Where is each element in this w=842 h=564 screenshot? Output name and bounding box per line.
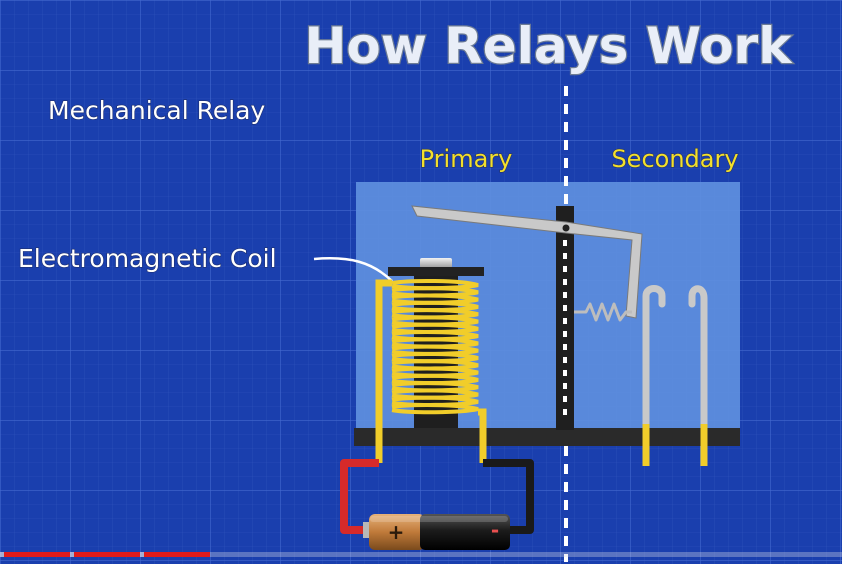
relay-housing [356,182,740,430]
armature-lever [411,205,643,319]
progress-segment[interactable] [4,552,70,557]
coil-label: Electromagnetic Coil [18,244,277,273]
post-slot [563,240,567,246]
post-slot [563,292,567,298]
coil-lead-left [375,279,392,463]
base-plate [354,428,740,446]
coil-pointer [313,257,393,282]
progress-played[interactable] [4,552,210,557]
post-slot [563,331,567,337]
post-slot [563,370,567,376]
progress-track[interactable] [0,552,842,557]
coil-windings [391,278,479,415]
battery-negative-sign: - [491,518,499,542]
post-slot [563,357,567,363]
armature-post-slots [563,240,567,415]
post-slot [563,279,567,285]
contact-common-base [642,424,650,466]
post-slot [563,305,567,311]
post-slot [563,344,567,350]
post-slot [563,253,567,259]
post-slot [563,383,567,389]
post-slot [563,396,567,402]
contact-common [642,285,666,466]
post-slot [563,266,567,272]
core-cap [420,258,452,268]
coil-lead-right [478,408,487,463]
contact-open-base [700,424,708,466]
post-slot [563,318,567,324]
return-spring [574,302,632,322]
secondary-label: Secondary [611,145,738,173]
title: How Relays Work [305,17,794,75]
progress-segment[interactable] [144,552,210,557]
contact-open [688,285,708,466]
armature-pivot [562,224,570,232]
progress-segment[interactable] [74,552,140,557]
coil-top-plate [388,267,484,276]
battery-positive-sign: + [388,520,405,544]
primary-label: Primary [420,145,513,173]
post-slot [563,409,567,415]
wire-negative [483,459,534,534]
battery: + - [363,514,510,550]
wire-positive [340,459,379,534]
subtitle: Mechanical Relay [48,96,266,125]
